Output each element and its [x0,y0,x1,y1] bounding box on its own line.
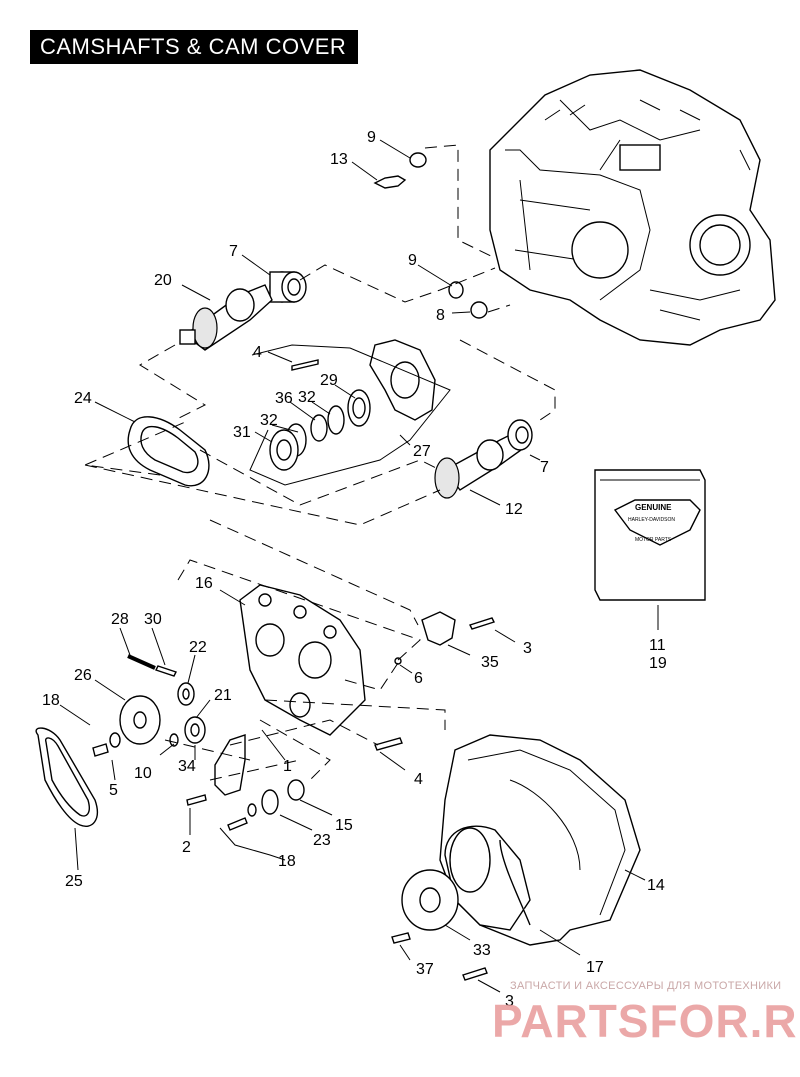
o-ring [448,281,464,299]
label-6: 6 [414,670,423,687]
screw [391,932,411,944]
label-31: 31 [233,424,251,441]
watermark-caption: ЗАПЧАСТИ И АКСЕССУАРЫ ДЛЯ МОТОТЕХНИКИ [510,980,782,992]
label-32-upper: 32 [298,389,316,406]
seal [401,869,459,931]
label-33: 33 [473,942,491,959]
label-4-mid: 4 [414,771,423,788]
chain-tensioner-shoe [214,734,246,796]
label-11: 11 [649,637,666,654]
label-3-upper: 3 [523,640,532,657]
cam-support-assembly [269,339,436,471]
label-24: 24 [74,390,92,407]
label-30: 30 [144,611,162,628]
label-18-left: 18 [42,692,60,709]
bolt [92,743,109,757]
label-4-top: 4 [253,344,262,361]
parts-box: GENUINE HARLEY-DAVIDSON MOTOR PARTS [594,469,706,601]
primary-chain [35,727,98,827]
crankcase [489,69,776,346]
label-27: 27 [413,443,431,460]
label-23: 23 [313,832,331,849]
label-29: 29 [320,372,338,389]
washer [109,732,121,748]
label-5: 5 [109,782,118,799]
label-34: 34 [178,758,196,775]
label-21: 21 [214,687,232,704]
cam-plate [239,584,366,736]
label-1: 1 [283,758,292,775]
part-labels: 9 13 9 8 7 20 4 29 32 36 32 31 27 24 7 1… [42,129,667,1010]
bearing [269,271,307,303]
spring [127,654,156,670]
drive-chain [127,416,210,487]
label-20: 20 [154,272,172,289]
label-13: 13 [330,151,348,168]
screw [374,737,403,751]
label-22: 22 [189,639,207,656]
label-3-bottom: 3 [505,993,514,1010]
label-35: 35 [481,654,499,671]
logo-line3: MOTOR PARTS [635,537,672,543]
label-7-top: 7 [229,243,238,260]
dowel-pin [373,175,407,189]
label-14: 14 [647,877,665,894]
label-2: 2 [182,839,191,856]
sprocket [119,695,161,745]
pin [155,665,177,677]
label-19: 19 [649,655,667,672]
washer [247,803,257,817]
label-17: 17 [586,959,604,976]
logo-line2: HARLEY-DAVIDSON [628,517,675,523]
label-32-lower: 32 [260,412,278,429]
bushing [287,779,305,801]
watermark-brand: PARTSFOR.RU [492,995,800,1047]
label-36: 36 [275,390,293,407]
label-15: 15 [335,817,353,834]
page-title: CAMSHAFTS & CAM COVER [30,30,358,64]
label-18-bottom: 18 [278,853,296,870]
screw [186,794,207,806]
o-ring [470,301,488,319]
cam-cover [439,734,641,946]
screw [462,967,488,981]
label-9-mid: 9 [408,252,417,269]
label-28: 28 [111,611,129,628]
o-ring [409,152,427,168]
screw [469,617,495,630]
label-26: 26 [74,667,92,684]
chain-tensioner [421,611,456,646]
label-12: 12 [505,501,523,518]
label-25: 25 [65,873,83,890]
camshaft [434,419,533,499]
screw [227,817,248,831]
label-9-top: 9 [367,129,376,146]
label-8: 8 [436,307,445,324]
logo-line1: GENUINE [635,503,672,512]
label-10: 10 [134,765,152,782]
dowel [394,657,402,665]
label-7-right: 7 [540,459,549,476]
label-37: 37 [416,961,434,978]
label-16: 16 [195,575,213,592]
sprocket [261,789,279,815]
camshaft [179,284,273,351]
